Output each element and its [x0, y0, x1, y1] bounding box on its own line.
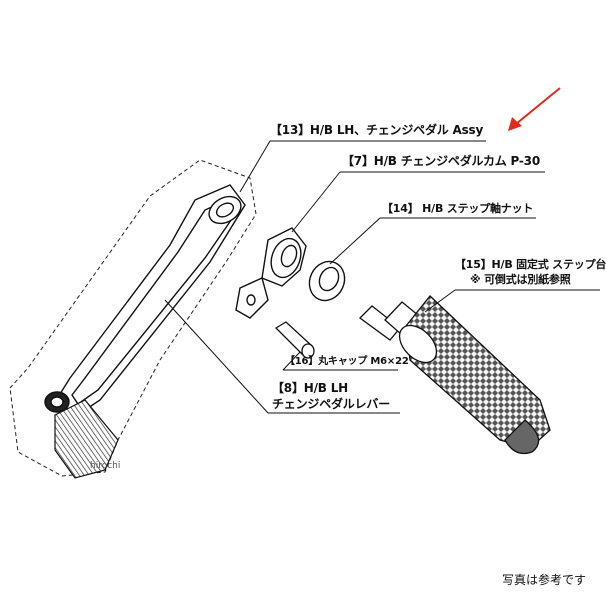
round-cap [274, 321, 315, 359]
step-shaft-nut [308, 260, 346, 302]
label-part-15: 【15】H/B 固定式 ステップ台 [455, 258, 606, 271]
label-part-7: 【7】H/B チェンジペダルカム P-30 [342, 154, 540, 168]
pedal-rubber [54, 399, 119, 479]
label-part-13: 【13】H/B LH、チェンジペダル Assy [270, 123, 484, 137]
leader-lines [164, 140, 600, 414]
watermark: hirochi [90, 461, 121, 471]
assembly-outline [9, 159, 257, 477]
label-part-15-note: ※ 可倒式は別紙参照 [470, 273, 571, 286]
pedal-lever [44, 184, 246, 421]
label-part-8-name: チェンジペダルレバー [272, 397, 391, 411]
red-arrow-icon [508, 87, 561, 131]
footrest-step [359, 295, 551, 455]
label-part-16: 【16】丸キャップ M6×22 [285, 356, 409, 367]
pedal-cam [235, 227, 307, 319]
photo-caption: 写真は参考です [501, 573, 586, 587]
label-part-14: 【14】 H/B ステップ軸ナット [382, 202, 534, 215]
label-part-8: 【8】H/B LH [272, 381, 348, 395]
